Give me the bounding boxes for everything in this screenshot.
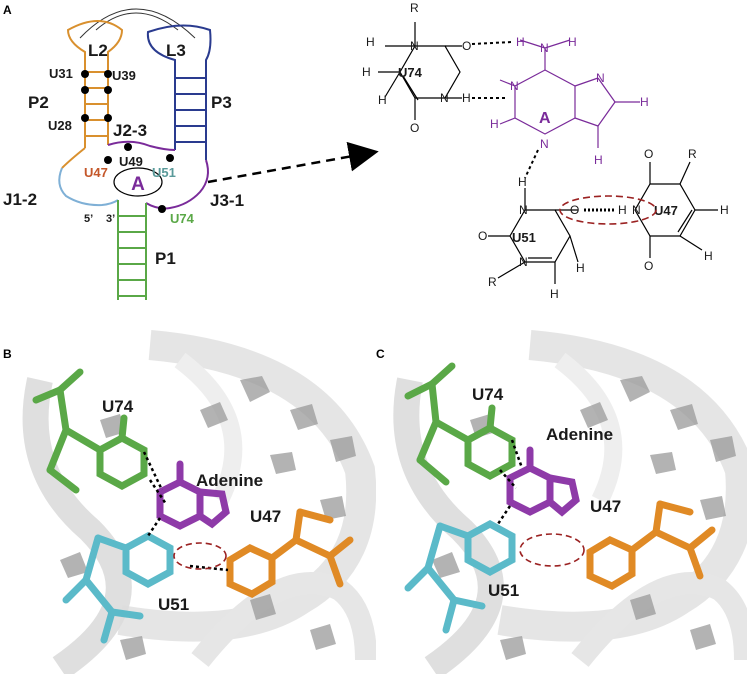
- stem-p2-label: P2: [28, 93, 49, 112]
- u49-label: U49: [119, 154, 143, 169]
- c-u51-label: U51: [488, 581, 519, 600]
- svg-text:H: H: [378, 93, 387, 107]
- panel-c-structure: C: [376, 330, 747, 674]
- svg-text:H: H: [366, 35, 375, 49]
- svg-text:H: H: [490, 117, 499, 131]
- svg-text:N: N: [540, 41, 549, 55]
- u31-label: U31: [49, 66, 73, 81]
- hydrogen-bonds: [471, 41, 539, 179]
- junction-j12-strand: [58, 167, 119, 207]
- junction-j31-strand: [145, 159, 209, 210]
- nucleotide-dots: [81, 70, 174, 213]
- junction-j12-label: J1-2: [3, 190, 37, 209]
- loop-l3-label: L3: [166, 41, 186, 60]
- c-adenine-label: Adenine: [546, 425, 613, 444]
- svg-text:H: H: [362, 65, 371, 79]
- svg-text:R: R: [410, 1, 419, 15]
- three-prime-label: 3’: [106, 213, 115, 225]
- b-u74-label: U74: [102, 397, 134, 416]
- svg-text:H: H: [720, 203, 729, 217]
- svg-text:H: H: [594, 153, 603, 167]
- ligand-label: A: [131, 174, 145, 195]
- svg-text:O: O: [462, 39, 471, 53]
- svg-text:H: H: [518, 175, 527, 189]
- svg-text:N: N: [440, 91, 449, 105]
- u74-base: [378, 22, 462, 120]
- svg-text:N: N: [632, 203, 641, 217]
- panel-label-c: C: [376, 347, 385, 361]
- svg-text:H: H: [550, 287, 559, 301]
- svg-text:R: R: [488, 275, 497, 289]
- svg-text:H: H: [618, 203, 627, 217]
- u47-base: [634, 161, 718, 258]
- junction-j23-label: J2-3: [113, 121, 147, 140]
- u39-label: U39: [112, 68, 136, 83]
- b-adenine-label: Adenine: [196, 471, 263, 490]
- svg-text:O: O: [478, 229, 487, 243]
- svg-text:N: N: [519, 203, 528, 217]
- junction-j31-label: J3-1: [210, 191, 244, 210]
- junction-j23-strand: [107, 140, 176, 151]
- panel-label-a: A: [3, 3, 12, 17]
- svg-text:N: N: [596, 71, 605, 85]
- svg-text:O: O: [570, 203, 579, 217]
- panel-b-structure: B: [0, 330, 377, 674]
- kissing-loop-arc: [95, 12, 179, 31]
- stem-p2: [61, 20, 124, 169]
- svg-text:H: H: [576, 261, 585, 275]
- svg-text:O: O: [410, 121, 419, 135]
- base-triple-chemistry: U74 A U51: [362, 1, 729, 301]
- u51-label: U51: [152, 165, 176, 180]
- panel-a-schematic: A: [3, 3, 244, 300]
- u47-ring-label: U47: [654, 203, 678, 218]
- svg-text:N: N: [510, 79, 519, 93]
- u51-ring-label: U51: [512, 230, 536, 245]
- c-u74-label: U74: [472, 385, 504, 404]
- svg-text:N: N: [540, 137, 549, 151]
- u51-base: [488, 188, 579, 284]
- loop-l2-label: L2: [88, 41, 108, 60]
- adenine-base: [499, 39, 640, 148]
- svg-text:H: H: [704, 249, 713, 263]
- ligand-pocket: [113, 167, 163, 197]
- c-u47-label: U47: [590, 497, 621, 516]
- stem-p3: [146, 24, 212, 160]
- five-prime-label: 5’: [84, 213, 93, 225]
- panel-label-b: B: [3, 347, 12, 361]
- adenine-ring-label: A: [539, 110, 551, 127]
- stem-p3-label: P3: [211, 93, 232, 112]
- svg-text:O: O: [644, 147, 653, 161]
- u28-label: U28: [48, 118, 72, 133]
- svg-text:H: H: [568, 35, 577, 49]
- u47-label: U47: [84, 165, 108, 180]
- svg-text:N: N: [410, 39, 419, 53]
- zoom-arrow: [207, 141, 379, 184]
- stem-p1: [117, 200, 147, 300]
- svg-text:R: R: [688, 147, 697, 161]
- u74-ring-label: U74: [398, 65, 423, 80]
- b-u51-label: U51: [158, 595, 189, 614]
- svg-text:O: O: [644, 259, 653, 273]
- highlight-ellipse: [559, 195, 657, 225]
- stem-p1-label: P1: [155, 249, 176, 268]
- svg-text:H: H: [516, 35, 525, 49]
- svg-text:H: H: [640, 95, 649, 109]
- atom-labels: R N H H H O N H O H N H N H N N H H H N …: [362, 1, 729, 301]
- b-u47-label: U47: [250, 507, 281, 526]
- svg-text:H: H: [462, 91, 471, 105]
- u74-label: U74: [170, 211, 195, 226]
- svg-text:N: N: [519, 255, 528, 269]
